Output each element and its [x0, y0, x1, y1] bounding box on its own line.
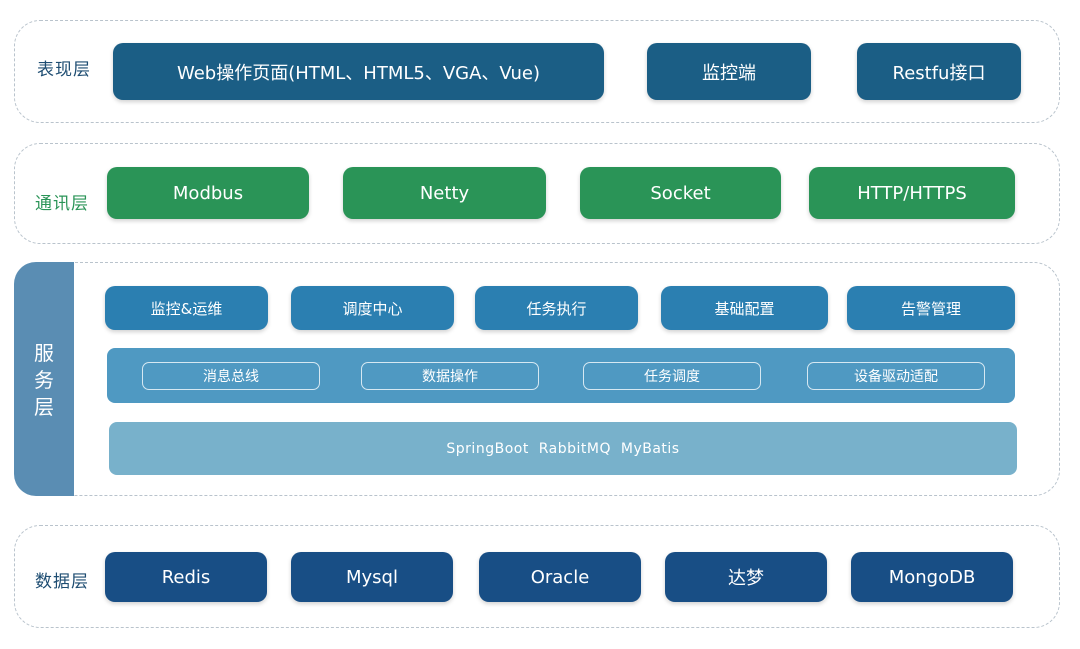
task-execution-module: 任务执行: [475, 286, 638, 330]
message-bus-pill: 消息总线: [142, 362, 320, 390]
task-scheduling-pill: 任务调度: [583, 362, 761, 390]
frameworks-bar: SpringBoot RabbitMQ MyBatis: [109, 422, 1017, 475]
service-layer-label: 服 务 层: [14, 340, 74, 421]
alarm-management-module: 告警管理: [847, 286, 1015, 330]
mongodb-box: MongoDB: [851, 552, 1013, 602]
monitor-ops-module: 监控&运维: [105, 286, 268, 330]
data-operation-pill: 数据操作: [361, 362, 539, 390]
dameng-box: 达梦: [665, 552, 827, 602]
modbus-box: Modbus: [107, 167, 309, 219]
monitor-client-box: 监控端: [647, 43, 811, 100]
service-bus-bar: 消息总线 数据操作 任务调度 设备驱动适配: [107, 348, 1015, 403]
basic-config-module: 基础配置: [661, 286, 828, 330]
redis-box: Redis: [105, 552, 267, 602]
netty-box: Netty: [343, 167, 546, 219]
presentation-layer-label: 表现层: [37, 60, 91, 80]
data-layer-label: 数据层: [35, 572, 89, 592]
restful-api-box: Restfu接口: [857, 43, 1021, 100]
scheduling-center-module: 调度中心: [291, 286, 454, 330]
presentation-layer: [14, 20, 1060, 123]
service-layer-label-char: 服: [34, 341, 54, 365]
communication-layer-label: 通讯层: [35, 194, 89, 214]
device-driver-adapter-pill: 设备驱动适配: [807, 362, 985, 390]
oracle-box: Oracle: [479, 552, 641, 602]
socket-box: Socket: [580, 167, 781, 219]
web-pages-box: Web操作页面(HTML、HTML5、VGA、Vue): [113, 43, 604, 100]
service-layer-label-char: 务: [34, 368, 54, 392]
http-https-box: HTTP/HTTPS: [809, 167, 1015, 219]
data-layer: [14, 525, 1060, 628]
mysql-box: Mysql: [291, 552, 453, 602]
service-layer-label-char: 层: [34, 395, 54, 419]
communication-layer: [14, 143, 1060, 244]
service-layer-side-band: 服 务 层: [14, 262, 74, 496]
